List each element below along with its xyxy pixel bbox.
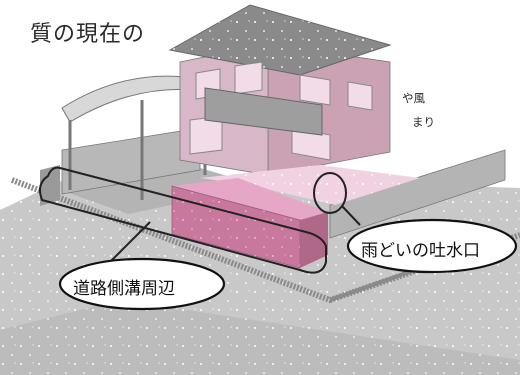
road-gutter-ring: [39, 166, 327, 274]
front-wall-face-texture: [172, 186, 300, 268]
balcony: [204, 87, 323, 136]
window-upper-side: [299, 74, 331, 106]
left-boundary-wall: [40, 165, 60, 206]
right-boundary-wall: [329, 149, 506, 239]
body-text-line-2: まり: [412, 115, 435, 129]
front-wall-top: [172, 178, 328, 220]
gutter-leader: [109, 221, 151, 263]
heading-text: 質の現在の: [30, 22, 146, 47]
road-gutter-area-label: 道路側溝周辺: [73, 279, 175, 299]
road-lower-lane-texture: [0, 300, 520, 375]
gutter-callout-bubble: [58, 257, 226, 311]
front-wall-side: [300, 212, 328, 268]
downspout-leader: [341, 205, 361, 226]
house-roof-texture: [170, 5, 390, 75]
window-upper-mid: [234, 61, 263, 95]
window-upper-side-2: [347, 81, 373, 111]
yard-surface-texture: [200, 165, 420, 205]
downspout-outlet-label: 雨どいの吐水口: [361, 241, 480, 261]
downspout-callout-bubble: [346, 218, 518, 274]
body-text-line-1: や風: [402, 91, 425, 105]
downspout-ring: [313, 172, 347, 214]
